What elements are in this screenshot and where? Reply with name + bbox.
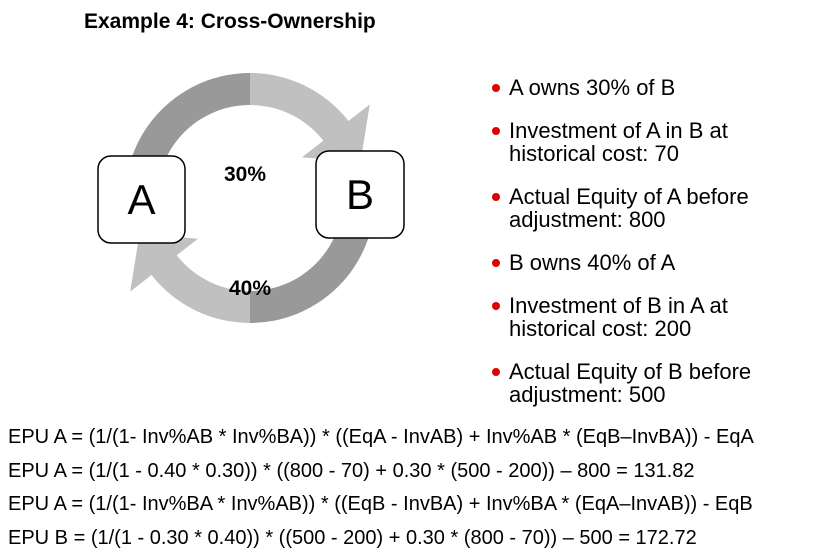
list-item: Investment of B in A at historical cost:… <box>489 294 789 340</box>
slide-title: Example 4: Cross-Ownership <box>84 10 376 33</box>
bullet-icon <box>492 84 500 92</box>
list-item: B owns 40% of A <box>489 251 789 274</box>
bullet-list: A owns 30% of B Investment of A in B at … <box>489 76 789 426</box>
entity-label-a: A <box>127 176 155 223</box>
ownership-40-label: 40% <box>229 277 271 300</box>
bullet-icon <box>492 368 500 376</box>
formula-line: EPU A = (1/(1- Inv%AB * Inv%BA)) * ((EqA… <box>8 426 754 448</box>
bullet-icon <box>492 193 500 201</box>
bullet-icon <box>492 259 500 267</box>
bullet-text: Actual Equity of A before adjustment: 80… <box>509 184 749 232</box>
formula-line: EPU B = (1/(1 - 0.30 * 0.40)) * ((500 - … <box>8 526 697 549</box>
entity-label-b: B <box>346 171 374 218</box>
entity-box-b <box>315 150 405 239</box>
ownership-30-label: 30% <box>224 163 266 186</box>
bullet-text: A owns 30% of B <box>509 75 676 100</box>
formula-line: EPU A = (1/(1 - 0.40 * 0.30)) * ((800 - … <box>8 459 695 482</box>
formula-line: EPU A = (1/(1- Inv%BA * Inv%AB)) * ((EqB… <box>8 493 753 515</box>
entity-box-a <box>97 155 186 244</box>
bullet-text: Investment of A in B at historical cost:… <box>509 118 728 166</box>
bullet-text: Investment of B in A at historical cost:… <box>509 293 728 341</box>
list-item: Actual Equity of A before adjustment: 80… <box>489 185 789 231</box>
list-item: A owns 30% of B <box>489 76 789 99</box>
bullet-text: Actual Equity of B before adjustment: 50… <box>509 359 752 407</box>
arrow-a-to-b-head-arc <box>250 73 370 163</box>
cross-ownership-diagram: A B 30% 40% <box>97 73 405 323</box>
bullet-text: B owns 40% of A <box>509 250 676 275</box>
list-item: Investment of A in B at historical cost:… <box>489 119 789 165</box>
bullet-icon <box>492 127 500 135</box>
formula-block: EPU A = (1/(1- Inv%AB * Inv%BA)) * ((EqA… <box>8 421 830 555</box>
list-item: Actual Equity of B before adjustment: 50… <box>489 360 789 406</box>
bullet-icon <box>492 302 500 310</box>
arrow-b-to-a-head-arc <box>130 233 250 323</box>
